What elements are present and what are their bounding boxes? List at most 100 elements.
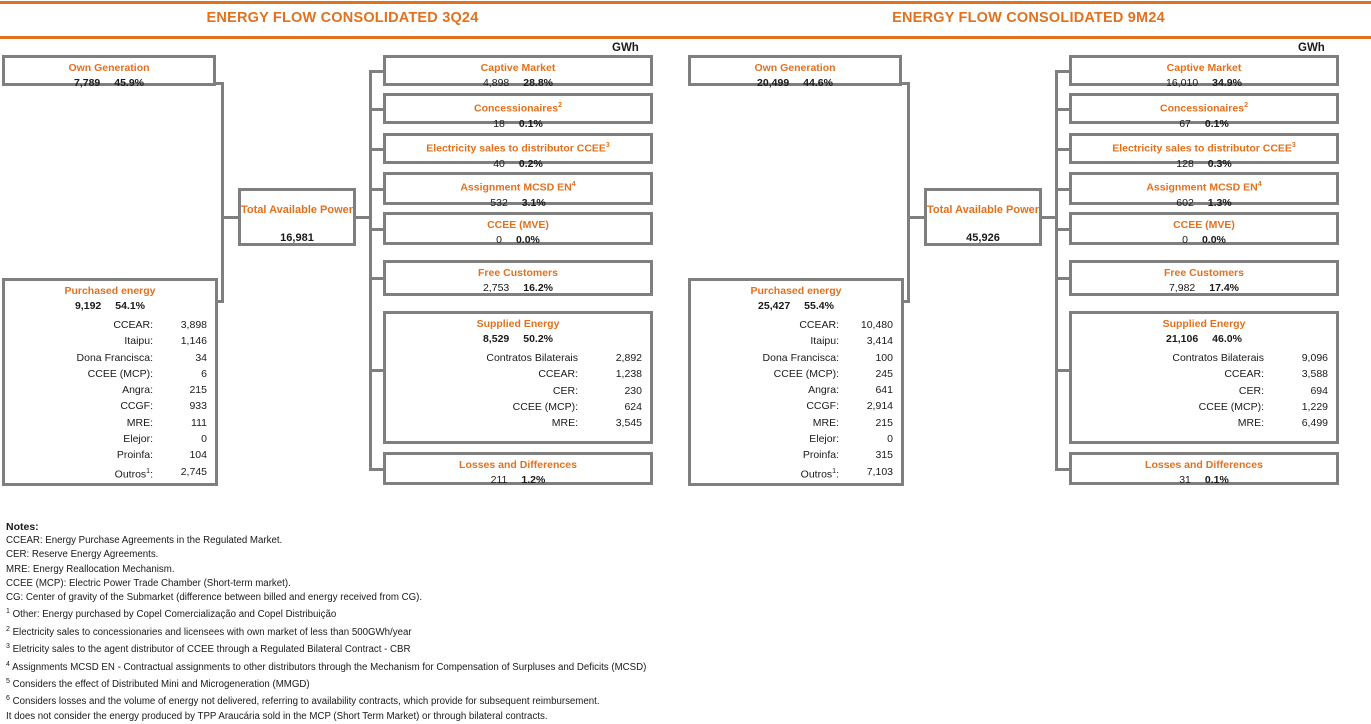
box-title: Free Customers (478, 267, 558, 279)
detail-label: Proinfa: (802, 449, 839, 462)
box-title: Losses and Differences (459, 459, 577, 471)
detail-row: CCGF:933 (5, 398, 215, 414)
panel-title: ENERGY FLOW CONSOLIDATED 9M24 (892, 10, 1165, 26)
detail-row: CCEAR:1,238 (386, 366, 650, 382)
box-percent: 44.6% (803, 77, 833, 89)
connector-output-stub-1 (369, 108, 383, 111)
box-value: 0 (1182, 234, 1188, 246)
detail-row: CCGF:2,914 (691, 398, 901, 414)
box-values: 16,981 (241, 232, 353, 244)
note-line: 1 Other: Energy purchased by Copel Comer… (6, 608, 337, 621)
box-percent: 28.8% (523, 77, 554, 89)
box-title: Own Generation (754, 62, 836, 74)
box-value: 25,427 (758, 300, 791, 312)
box-value: 9,192 (74, 300, 102, 312)
detail-row: Proinfa:104 (5, 447, 215, 463)
box-title: CCEE (MVE) (487, 219, 549, 231)
detail-value: 3,588 (1301, 368, 1328, 381)
detail-value: 104 (189, 449, 207, 462)
detail-row: Outros1:2,745 (5, 464, 215, 483)
total-available-power-box[interactable]: Total Available Power 45,926 (924, 188, 1042, 246)
detail-label: Angra: (122, 384, 153, 397)
detail-value: 1,146 (180, 335, 207, 348)
detail-value: 215 (875, 416, 893, 429)
detail-value: 215 (189, 384, 207, 397)
panel-title: ENERGY FLOW CONSOLIDATED 3Q24 (206, 10, 479, 26)
box-percent: 16.2% (523, 282, 554, 294)
box-percent: 0.3% (1207, 157, 1232, 170)
box-percent: 1.2% (521, 474, 546, 486)
detail-label: Contratos Bilaterais (1172, 352, 1264, 364)
detail-row: CCEE (MCP):1,229 (1072, 399, 1336, 415)
detail-label: Outros1: (114, 467, 153, 481)
detail-label: MRE: (551, 417, 578, 430)
connector-right-trunk (1055, 70, 1058, 471)
detail-value: 933 (189, 400, 207, 413)
detail-label: Outros1: (800, 467, 839, 481)
bottom-accent-rule (0, 36, 1371, 39)
detail-label: MRE: (126, 416, 153, 429)
box-percent: 0.2% (518, 157, 543, 170)
box-value: 45,926 (966, 232, 1000, 244)
detail-label: CCEAR: (538, 368, 578, 381)
connector-owngen-stub (216, 82, 224, 85)
detail-row: Elejor:0 (5, 431, 215, 447)
connector-left-trunk (907, 82, 910, 303)
detail-label: Itaipu: (810, 335, 839, 348)
box-title: Purchased energy (750, 285, 842, 297)
connector-total-out (1042, 216, 1058, 219)
box-title: Total Available Power (927, 204, 1040, 216)
notes-section: Notes: CCEAR: Energy Purchase Agreements… (6, 520, 1366, 724)
detail-row: CCEAR:3,588 (1072, 366, 1336, 382)
top-accent-rule (0, 1, 1371, 4)
box-value: 16,010 (1166, 77, 1199, 89)
connector-output-stub-5 (369, 277, 383, 280)
detail-value: 2,914 (866, 400, 893, 413)
detail-label: CCEE (MCP): (87, 367, 153, 380)
detail-value: 624 (624, 400, 642, 413)
detail-row: CCEAR:3,898 (5, 317, 215, 333)
box-title: Purchased energy (64, 285, 156, 297)
notes-heading: Notes: (6, 521, 39, 533)
note-line: 6 Considers losses and the volume of ene… (6, 695, 600, 708)
box-value: 7,982 (1168, 282, 1196, 294)
detail-label: Dona Francisca: (76, 351, 153, 364)
detail-value: 10,480 (860, 319, 893, 331)
